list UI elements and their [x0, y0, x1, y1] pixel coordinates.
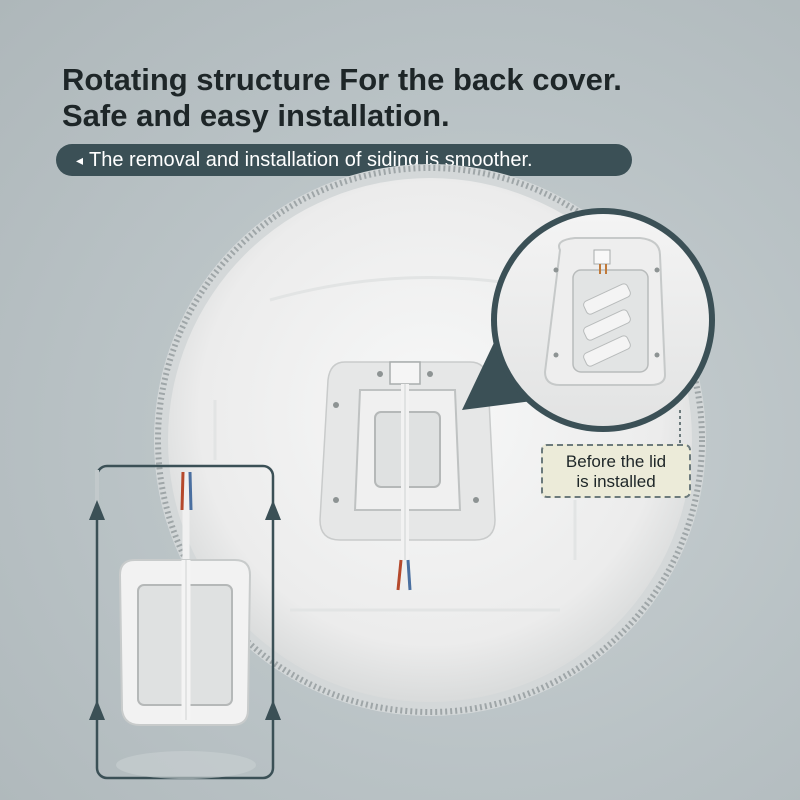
arrow-up-icon: [89, 700, 105, 720]
callout-label: Before the lid is installed: [541, 444, 691, 498]
callout-line-1: Before the lid: [565, 452, 667, 471]
callout-line-2: is installed: [576, 472, 656, 491]
arrow-up-icon: [89, 500, 105, 520]
arrow-left-icon: ◂: [76, 152, 84, 168]
headline-line-1: Rotating structure For the back cover.: [62, 62, 622, 97]
zoom-bubble: [462, 208, 715, 448]
headline: Rotating structure For the back cover. S…: [62, 62, 622, 134]
arrow-up-icon: [265, 500, 281, 520]
headline-line-2: Safe and easy installation.: [62, 98, 450, 133]
rotation-frame: [89, 464, 281, 780]
arrow-up-icon: [265, 700, 281, 720]
mounting-bracket: [319, 361, 496, 591]
